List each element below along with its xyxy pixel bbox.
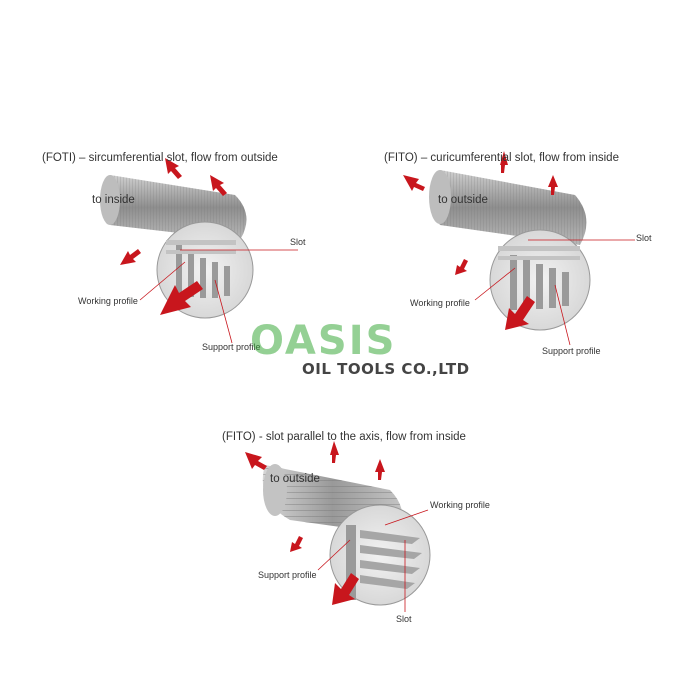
- fito1-flow-arrows: [403, 151, 558, 330]
- foti-leader-lines: [139, 249, 298, 344]
- arrow-out-3: [455, 259, 468, 275]
- watermark-brand: OASIS: [250, 318, 397, 364]
- fito2-leader-lines: [317, 509, 429, 612]
- foti-title-line2: to inside: [92, 194, 135, 206]
- fito1-slot-label: Slot: [636, 233, 652, 243]
- arrow-out-4: [332, 573, 359, 605]
- fito1-leader-lines: [474, 239, 635, 346]
- fito1-support-profile-label: Support profile: [542, 346, 601, 356]
- fito1-magnifier-disc: [489, 229, 591, 331]
- fito2-flow-arrows: [245, 441, 385, 605]
- foti-title-line1: (FOTI) – sircumferential slot, flow from…: [42, 152, 278, 164]
- fito2-diagram: [245, 441, 431, 612]
- foti-slot-label: Slot: [290, 237, 306, 247]
- foti-support-profile-label: Support profile: [202, 342, 261, 352]
- fito2-title-line2: to outside: [270, 473, 320, 485]
- fito1-title-line2: to outside: [438, 194, 488, 206]
- fito1-title: (FITO) – curicumferential slot, flow fro…: [384, 123, 619, 221]
- arrow-out-1: [500, 151, 508, 173]
- arrow-in-3: [120, 249, 141, 265]
- foti-diagram: [100, 158, 298, 344]
- fito1-working-profile-label: Working profile: [410, 298, 470, 308]
- arrow-out-4: [505, 296, 535, 330]
- foti-working-profile-label: Working profile: [78, 296, 138, 306]
- fito2-title-line1: (FITO) - slot parallel to the axis, flow…: [222, 431, 466, 443]
- fito2-slot-label: Slot: [396, 614, 412, 624]
- arrow-in-2: [210, 175, 227, 196]
- arrow-out-1: [330, 441, 339, 463]
- arrow-in-1: [165, 158, 182, 179]
- foti-flow-arrows: [120, 158, 227, 315]
- fito1-diagram: [403, 151, 635, 346]
- fito1-cylinder: [429, 170, 587, 245]
- fito2-working-profile-label: Working profile: [430, 500, 490, 510]
- arrow-out-2: [375, 459, 385, 480]
- arrow-in: [245, 452, 267, 470]
- fito1-title-line1: (FITO) – curicumferential slot, flow fro…: [384, 152, 619, 164]
- fito2-title: (FITO) - slot parallel to the axis, flow…: [222, 402, 466, 500]
- fito2-support-profile-label: Support profile: [258, 570, 317, 580]
- arrow-out-2: [548, 175, 558, 195]
- foti-title: (FOTI) – sircumferential slot, flow from…: [42, 123, 278, 221]
- arrow-in-4: [160, 281, 203, 315]
- arrow-out-3: [290, 536, 303, 552]
- watermark-company: OIL TOOLS CO.,LTD: [302, 360, 470, 378]
- arrow-in: [403, 175, 425, 191]
